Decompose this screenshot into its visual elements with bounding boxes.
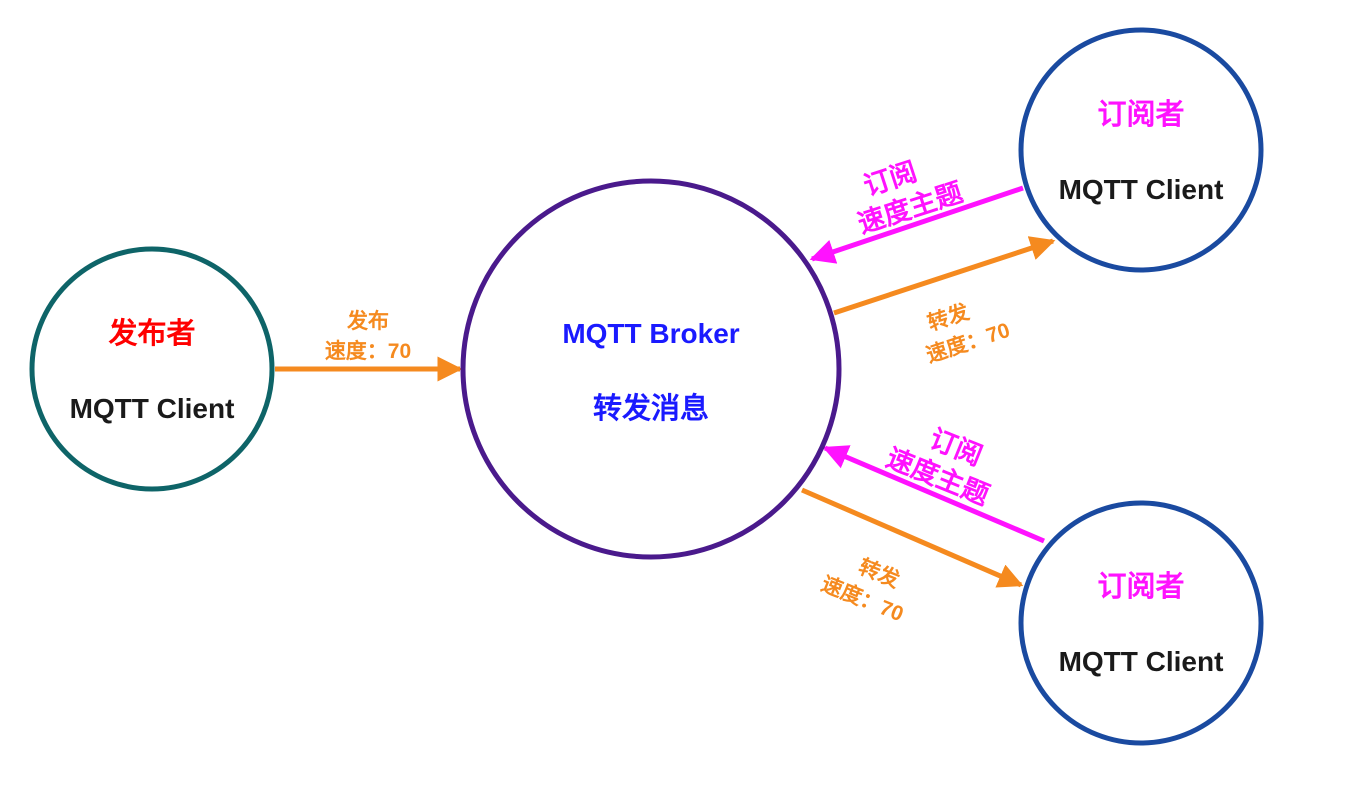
subscriber-top-node: 订阅者 MQTT Client xyxy=(1018,27,1264,273)
subscriber-top-ring xyxy=(1018,27,1264,273)
subscriber-bottom-subtitle: MQTT Client xyxy=(1059,646,1224,677)
subscriber-bottom-node: 订阅者 MQTT Client xyxy=(1018,500,1264,746)
forward-arrow-bottom xyxy=(801,487,1024,588)
subscribe-arrow-bottom xyxy=(822,445,1045,544)
publisher-subtitle: MQTT Client xyxy=(70,393,235,424)
broker-subtitle: 转发消息 xyxy=(593,391,709,425)
forward-bottom-label: 转发 速度：70 xyxy=(818,554,907,626)
publisher-node: 发布者 MQTT Client xyxy=(29,246,275,492)
subscribe-arrow-top xyxy=(809,185,1024,264)
subscriber-top-title: 订阅者 xyxy=(1097,98,1184,131)
broker-title: MQTT Broker xyxy=(562,318,739,349)
subscribe-bottom-label: 订阅 速度主题 xyxy=(882,423,994,510)
subscribe-top-label: 订阅 速度主题 xyxy=(854,156,966,239)
publish-label: 发布 速度：70 xyxy=(325,309,411,363)
broker-ring xyxy=(460,178,842,560)
subscriber-bottom-title: 订阅者 xyxy=(1097,570,1184,603)
publisher-title: 发布者 xyxy=(107,317,195,350)
broker-node: MQTT Broker 转发消息 xyxy=(460,178,842,560)
subscriber-bottom-ring xyxy=(1018,500,1264,746)
forward-arrow-top xyxy=(833,236,1056,316)
subscriber-top-subtitle: MQTT Client xyxy=(1059,174,1224,205)
forward-top-label: 转发 速度：70 xyxy=(923,299,1013,367)
publish-label-line1: 发布 xyxy=(346,309,389,333)
forward-top-label-line1: 转发 xyxy=(925,299,973,335)
publish-label-line2: 速度：70 xyxy=(325,339,411,363)
publisher-ring xyxy=(29,246,275,492)
